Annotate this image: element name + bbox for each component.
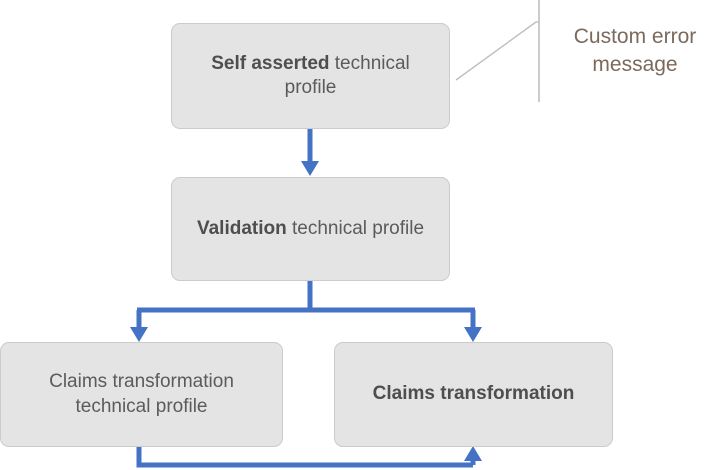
- edge-validation-split-bus: [137, 281, 475, 313]
- callout-line-1: Custom error: [573, 25, 697, 48]
- node-self-asserted-technical-profile[interactable]: Self asserted technical profile: [171, 23, 450, 129]
- node-label-rest: technical profile: [286, 217, 425, 239]
- node-label-emphasis: Self asserted: [211, 52, 330, 74]
- node-label: Claims transformation technical profile: [15, 370, 268, 419]
- callout-line-2: message: [592, 52, 678, 76]
- callout-custom-error-message: Custom error message: [555, 23, 715, 78]
- node-label: Claims transformation: [373, 382, 575, 406]
- node-label: Validation technical profile: [197, 217, 424, 241]
- node-label: Self asserted technical profile: [186, 52, 435, 101]
- node-label-emphasis: Claims transformation: [372, 383, 575, 405]
- node-validation-technical-profile[interactable]: Validation technical profile: [171, 177, 450, 281]
- node-label-emphasis: Validation: [196, 217, 287, 239]
- node-label-rest: Claims transformation technical profile: [49, 371, 234, 417]
- callout-leader-line: [455, 0, 540, 102]
- edge-validation-to-claims-tp: [130, 310, 148, 342]
- edge-claims-tp-to-claims-feedback: [136, 446, 482, 468]
- edge-self-to-validation: [301, 129, 319, 176]
- node-label-rest: technical profile: [284, 52, 410, 98]
- node-claims-transformation[interactable]: Claims transformation: [334, 342, 613, 447]
- node-claims-transformation-technical-profile[interactable]: Claims transformation technical profile: [0, 342, 283, 447]
- edge-validation-to-claims: [464, 310, 482, 342]
